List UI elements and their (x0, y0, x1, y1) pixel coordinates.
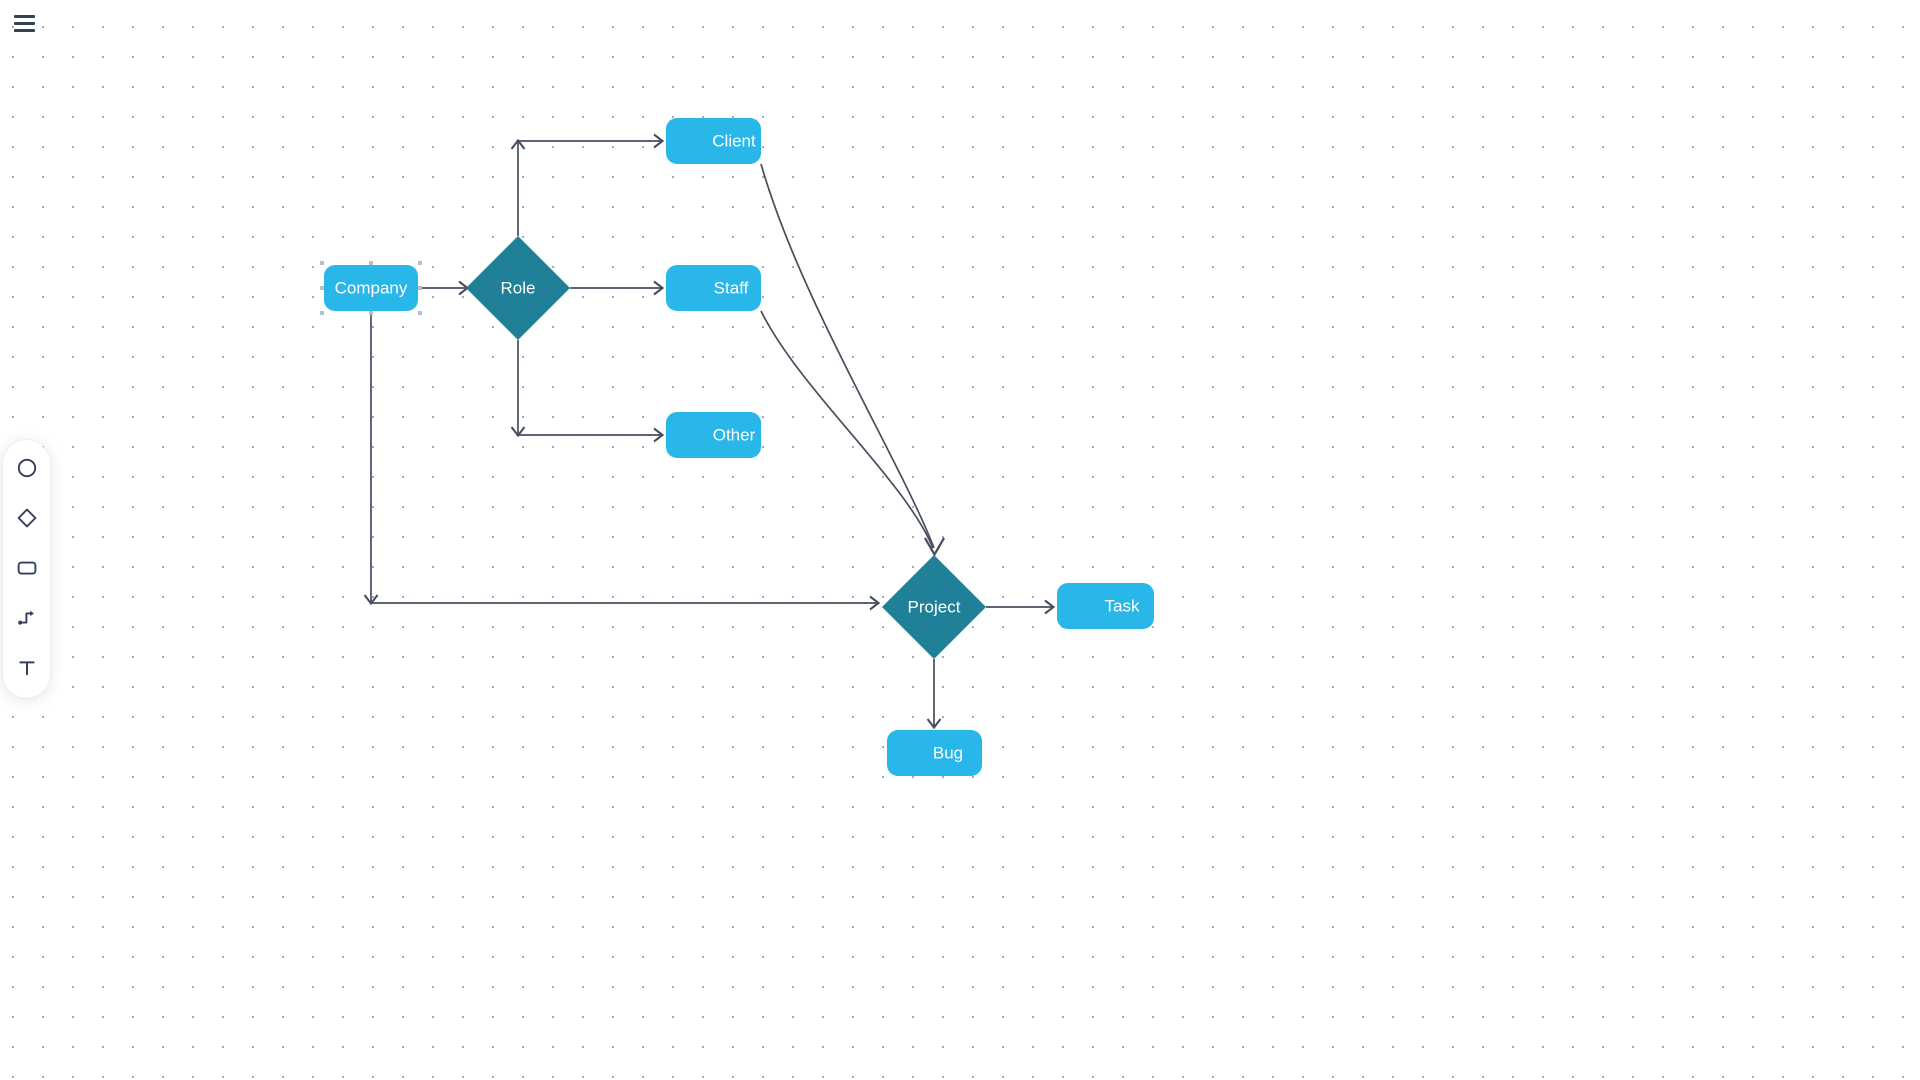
selection-handles-company (320, 261, 422, 315)
tool-connector[interactable] (12, 603, 42, 633)
node-task-shape[interactable] (1057, 583, 1154, 629)
node-layer: Company Role (320, 118, 1154, 776)
hamburger-icon-bar-2 (13, 21, 35, 25)
tool-rectangle[interactable] (12, 553, 42, 583)
circle-icon (16, 457, 38, 479)
node-client-label: Client (712, 131, 756, 150)
connector-arrow-icon (16, 607, 38, 629)
edge-company-project[interactable] (363, 311, 881, 611)
text-tool-icon (16, 657, 38, 679)
node-client[interactable]: Client (666, 118, 761, 164)
node-task[interactable]: Task (1057, 583, 1154, 629)
tool-ellipse[interactable] (12, 453, 42, 483)
node-company-label: Company (335, 278, 408, 297)
node-staff[interactable]: Staff (666, 265, 761, 311)
node-role-shape[interactable] (466, 236, 570, 340)
edge-staff-project[interactable] (760, 310, 945, 557)
edge-client-project[interactable] (760, 163, 945, 557)
hamburger-icon-bar-3 (13, 28, 35, 32)
node-bug[interactable]: Bug (887, 730, 982, 776)
hamburger-menu-button[interactable] (9, 8, 39, 38)
node-company-shape[interactable] (324, 265, 418, 311)
node-role-label: Role (501, 278, 536, 297)
edge-role-other[interactable] (510, 340, 665, 443)
edge-company-role[interactable] (418, 280, 470, 296)
node-project-shape[interactable] (882, 555, 986, 659)
node-other-shape[interactable] (666, 412, 761, 458)
node-client-shape[interactable] (666, 118, 761, 164)
shape-toolbar (3, 440, 50, 698)
edge-project-bug[interactable] (926, 659, 942, 730)
node-task-label: Task (1105, 596, 1140, 615)
tool-diamond[interactable] (12, 503, 42, 533)
edge-role-staff[interactable] (570, 280, 665, 296)
node-staff-label: Staff (714, 278, 749, 297)
diamond-icon (16, 507, 38, 529)
edge-layer (363, 133, 1056, 730)
hamburger-icon-bar-1 (13, 14, 35, 18)
node-role[interactable]: Role (466, 236, 570, 340)
node-staff-shape[interactable] (666, 265, 761, 311)
node-company[interactable]: Company (320, 261, 422, 315)
node-project[interactable]: Project (882, 555, 986, 659)
node-bug-label: Bug (933, 743, 963, 762)
node-other-label: Other (713, 425, 756, 444)
node-other[interactable]: Other (666, 412, 761, 458)
node-project-label: Project (908, 597, 961, 616)
node-bug-shape[interactable] (887, 730, 982, 776)
tool-text[interactable] (12, 653, 42, 683)
edge-role-client[interactable] (510, 133, 665, 237)
edge-project-task[interactable] (986, 599, 1056, 615)
rounded-rect-icon (16, 557, 38, 579)
